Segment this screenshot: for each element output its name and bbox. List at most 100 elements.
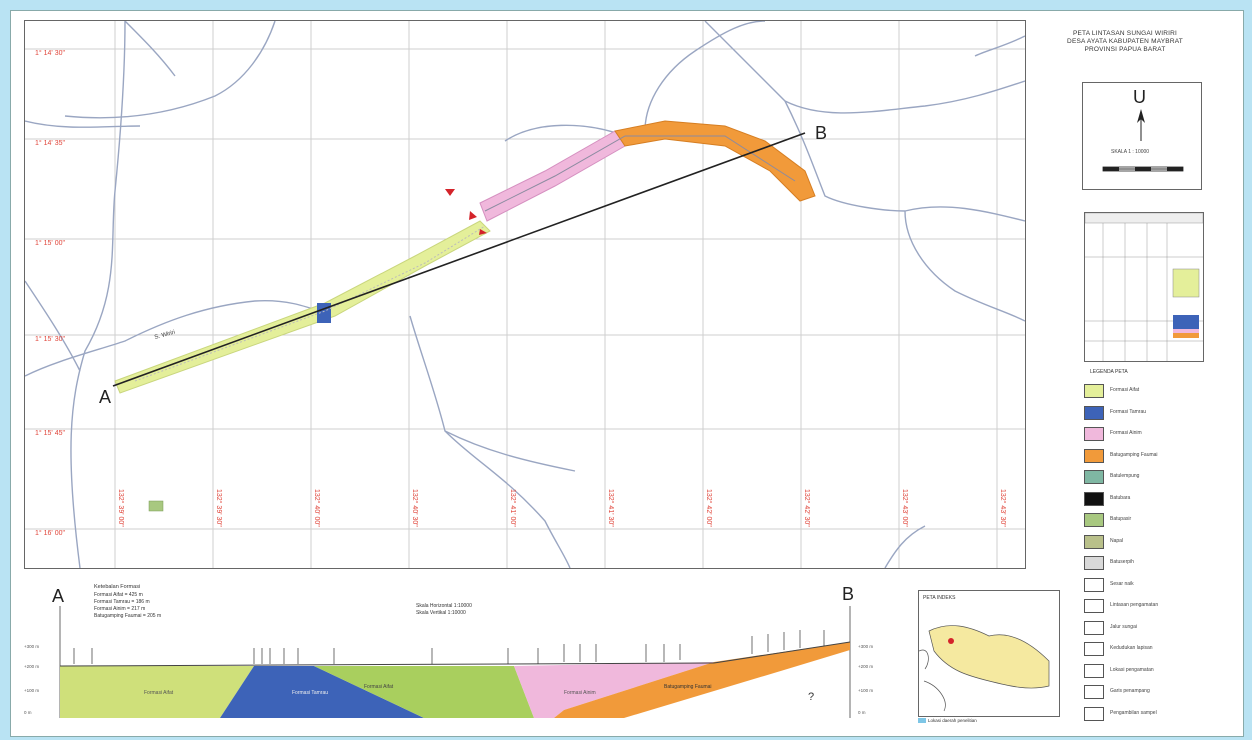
lat-label: 1° 15' 45" <box>35 429 65 437</box>
legend-swatch <box>1084 620 1104 635</box>
title-line-3: PROVINSI PAPUA BARAT <box>1084 46 1166 53</box>
geologic-map[interactable]: A B S. Wiriri 1° 14' 30" 1° 14' 35" 1° 1… <box>24 20 1026 569</box>
legend-item: Kedudukan lapisan <box>1084 642 1234 656</box>
scale-text: SKALA 1 : 10000 <box>1111 149 1150 155</box>
map-canvas: A B S. Wiriri 1° 14' 30" 1° 14' 35" 1° 1… <box>25 21 1025 568</box>
elev-label: 0 m <box>24 710 32 715</box>
legend-swatch <box>1084 405 1104 420</box>
isolated-outcrop <box>148 500 164 512</box>
legend-swatch <box>1084 663 1104 678</box>
legend-item: Batubara <box>1084 491 1234 506</box>
legend-item: Batuserpih <box>1084 556 1234 570</box>
legend-label: Lintasan pengamatan <box>1110 602 1159 608</box>
lat-label: 1° 14' 35" <box>35 139 65 147</box>
legend-item: Pengambilan sampel <box>1084 706 1234 721</box>
legend-swatch <box>1084 427 1104 441</box>
strat-column-graphic <box>1084 212 1204 361</box>
legend-label: Batubara <box>1110 494 1131 501</box>
inset-title: PETA INDEKS <box>923 595 956 601</box>
legend-label: Lokasi pengamatan <box>1110 666 1154 673</box>
lon-label: 132° 43' 30" <box>999 489 1007 527</box>
legend-label: Batuserpih <box>1110 559 1134 565</box>
legend-label: Batugamping Faumai <box>1110 451 1158 458</box>
elev-label: +100 m <box>858 688 873 693</box>
legend-label: Formasi Ainim <box>1110 430 1142 436</box>
legend-item: Formasi Ainim <box>1084 427 1234 441</box>
unit-ainim <box>514 662 714 718</box>
legend-label: Formasi Aifat <box>1110 387 1140 393</box>
elev-label: +100 m <box>24 688 39 693</box>
unit-tamrau <box>220 666 424 718</box>
river-network <box>25 21 1025 568</box>
inset-map-graphic <box>918 625 1050 712</box>
inset-map: PETA INDEKS <box>918 590 1060 717</box>
legend-swatch <box>1084 706 1104 721</box>
elevation-labels: +300 m +200 m +100 m 0 m +300 m +200 m +… <box>24 644 873 715</box>
info-line: Formasi Aifat = 425 m <box>94 592 143 598</box>
legend-swatch <box>1084 685 1104 699</box>
section-question: ? <box>808 691 814 703</box>
section-line-ab[interactable] <box>112 132 806 387</box>
info-line: Formasi Tamrau = 186 m <box>94 599 150 605</box>
lon-label: 132° 40' 00" <box>313 489 321 527</box>
cross-section: A B Ketebalan Formasi Formasi Aifat = 42… <box>24 570 904 720</box>
traverse-band <box>114 120 816 512</box>
scale-line: Skala Horizontal 1:10000 <box>416 603 472 609</box>
legend-swatch <box>1084 599 1104 613</box>
stratigraphic-column <box>1084 212 1204 362</box>
unit-faumai <box>554 642 850 718</box>
map-point-b: B <box>815 123 827 143</box>
inset-caption-text: Lokasi daerah penelitian <box>928 718 977 723</box>
elev-label: +300 m <box>24 644 39 649</box>
longitude-labels: 132° 39' 00"132° 39' 30"132° 40' 00"132°… <box>117 489 1007 527</box>
north-arrow-box: U SKALA 1 : 10000 <box>1082 82 1202 190</box>
legend-label: Napal <box>1110 537 1124 544</box>
legend-swatch <box>1084 491 1104 506</box>
elev-label: +200 m <box>858 664 873 669</box>
legend-label: Formasi Tamrau <box>1110 408 1147 415</box>
unit-aifat-west <box>60 666 254 718</box>
cross-section-graphic: A B Ketebalan Formasi Formasi Aifat = 42… <box>24 584 873 718</box>
unit-label: Formasi Aifat <box>144 690 174 696</box>
unit-label: Formasi Tamrau <box>292 690 328 696</box>
latitude-labels: 1° 14' 30" 1° 14' 35" 1° 15' 00" 1° 15' … <box>35 49 65 537</box>
map-point-a: A <box>99 387 111 407</box>
map-title: PETA LINTASAN SUNGAI WIRIRI DESA AYATA K… <box>1040 30 1210 54</box>
legend-label: Garis penampang <box>1110 688 1150 694</box>
legend-item: Sesar naik <box>1084 577 1234 592</box>
lon-label: 132° 41' 00" <box>509 489 517 527</box>
legend-label: Batupasir <box>1110 516 1132 522</box>
inset-swatch <box>918 718 926 724</box>
legend-item: Jalur sungai <box>1084 620 1234 635</box>
legend-label: Sesar naik <box>1110 580 1134 587</box>
unit-label: Formasi Ainim <box>564 690 596 696</box>
elev-label: +200 m <box>24 664 39 669</box>
legend-swatch <box>1084 577 1104 592</box>
elev-label: +300 m <box>858 644 873 649</box>
north-letter: U <box>1133 87 1146 107</box>
legend-swatch <box>1084 448 1104 463</box>
map-grid <box>25 21 1025 568</box>
fault-markers <box>445 189 487 235</box>
unit-label: Batugamping Faumai <box>664 684 712 690</box>
legend-item: Batugamping Faumai <box>1084 448 1234 463</box>
section-point-b: B <box>842 584 854 604</box>
legend-item: Lokasi pengamatan <box>1084 663 1234 678</box>
legend-item: Napal <box>1084 534 1234 549</box>
elev-label: 0 m <box>858 710 866 715</box>
legend-item: Formasi Tamrau <box>1084 405 1234 420</box>
lon-label: 132° 43' 00" <box>901 489 909 527</box>
lat-label: 1° 16' 00" <box>35 529 65 537</box>
lat-label: 1° 15' 00" <box>35 239 65 247</box>
river-label: S. Wiriri <box>154 330 176 341</box>
lon-label: 132° 40' 30" <box>411 489 419 527</box>
legend-label: Kedudukan lapisan <box>1110 645 1153 651</box>
lon-label: 132° 42' 00" <box>705 489 713 527</box>
legend-label: Batulempung <box>1110 473 1140 479</box>
legend-item: Lintasan pengamatan <box>1084 599 1234 613</box>
title-line-1: PETA LINTASAN SUNGAI WIRIRI <box>1072 30 1178 37</box>
legend-swatch <box>1084 384 1104 398</box>
legend-label: Pengambilan sampel <box>1110 709 1157 716</box>
info-line: Formasi Ainim = 217 m <box>94 606 145 612</box>
section-info: Ketebalan Formasi Formasi Aifat = 425 m … <box>94 584 472 619</box>
